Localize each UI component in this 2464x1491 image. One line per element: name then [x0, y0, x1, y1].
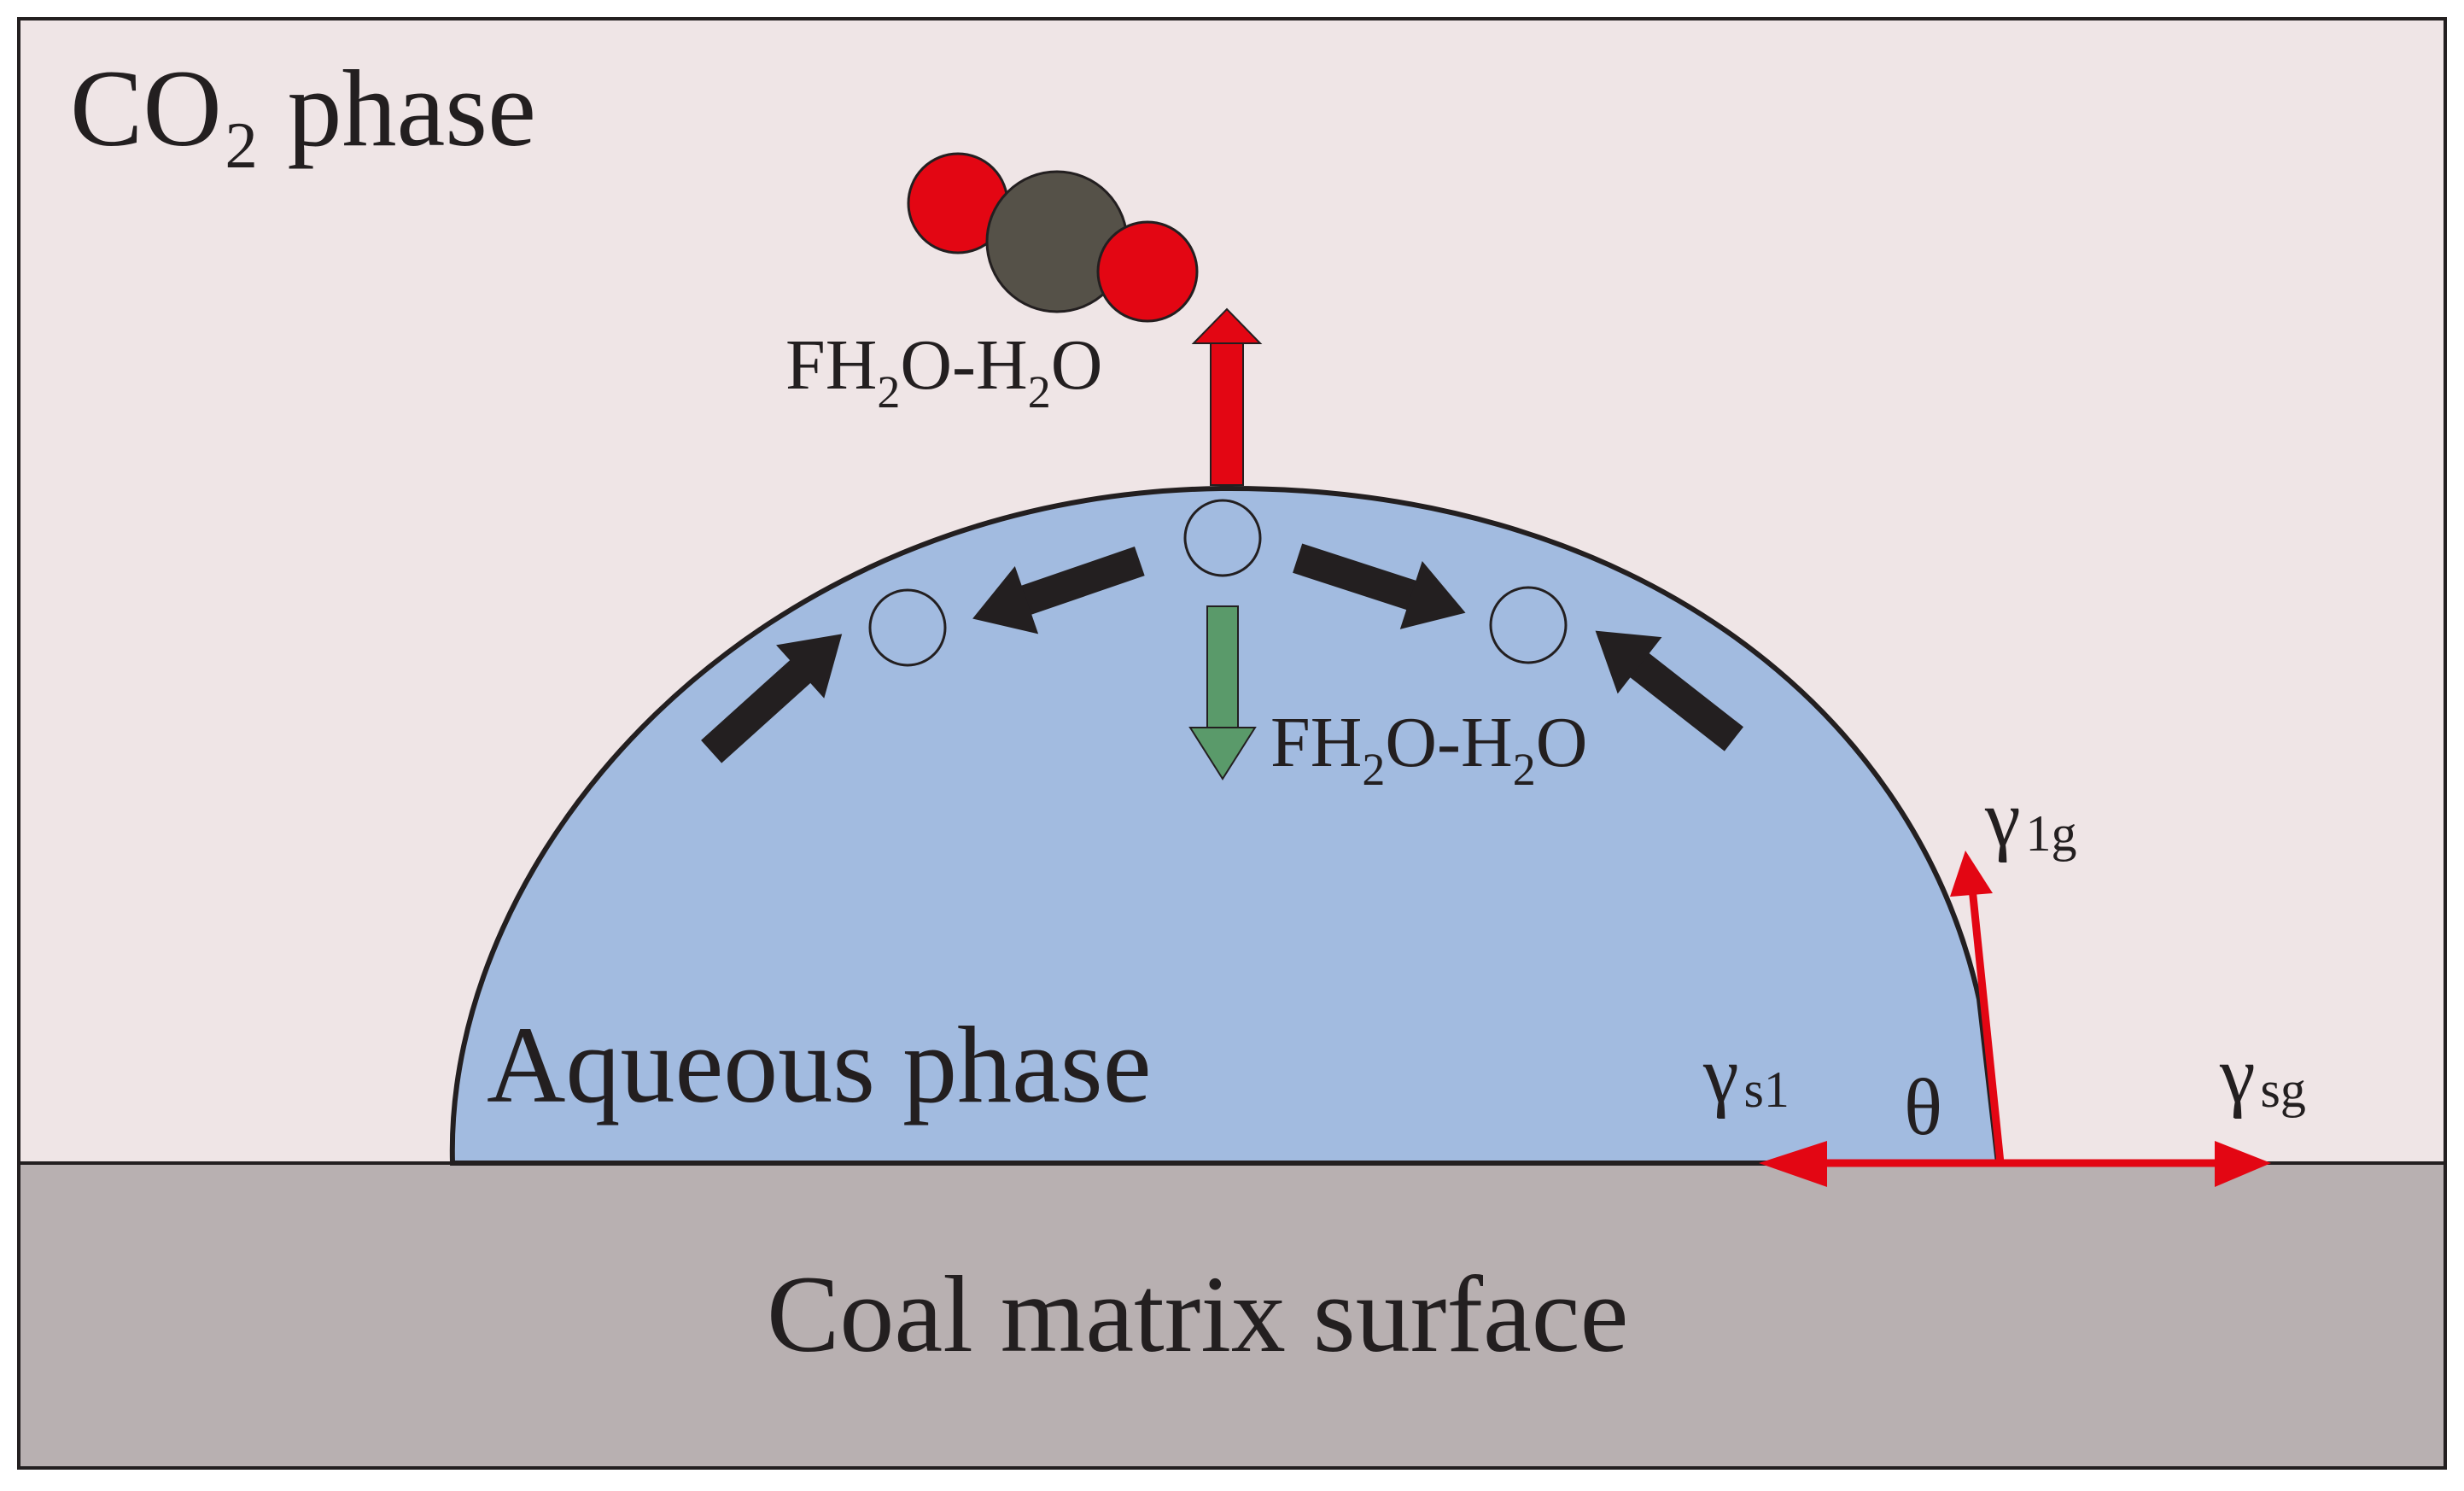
diagram-frame: [17, 17, 2447, 1470]
downward-force-label: FH2O-H2O: [1270, 703, 1587, 795]
flow-arrow-lower-right: [1595, 630, 1744, 751]
gamma-lg-arrow: [1950, 851, 2005, 1164]
gamma-sg-arrow: [2000, 1141, 2271, 1187]
oxygen-atom-right: [1096, 220, 1199, 323]
aqueous-phase-label: Aqueous phase: [487, 1004, 1152, 1126]
coal-matrix-region: [19, 1163, 2445, 1468]
upward-force-label: FH2O-H2O: [785, 325, 1102, 418]
coal-matrix-label: Coal matrix surface: [767, 1254, 1628, 1375]
co2-molecule: [907, 152, 1199, 323]
downward-force-arrow: [1188, 605, 1257, 781]
surface-molecule-right: [1489, 586, 1568, 664]
gamma-sl-arrow: [1759, 1141, 2000, 1187]
flow-arrow-upper-left: [972, 547, 1145, 634]
upward-force-arrow: [1191, 307, 1263, 486]
co2-phase-label: CO₂ phase: [70, 48, 536, 169]
contact-angle-label: θ: [1904, 1063, 1942, 1152]
surface-molecule-top: [1183, 499, 1262, 577]
surface-molecule-left: [868, 588, 947, 667]
flow-arrow-lower-left: [701, 634, 843, 763]
flow-arrow-upper-right: [1293, 543, 1466, 629]
